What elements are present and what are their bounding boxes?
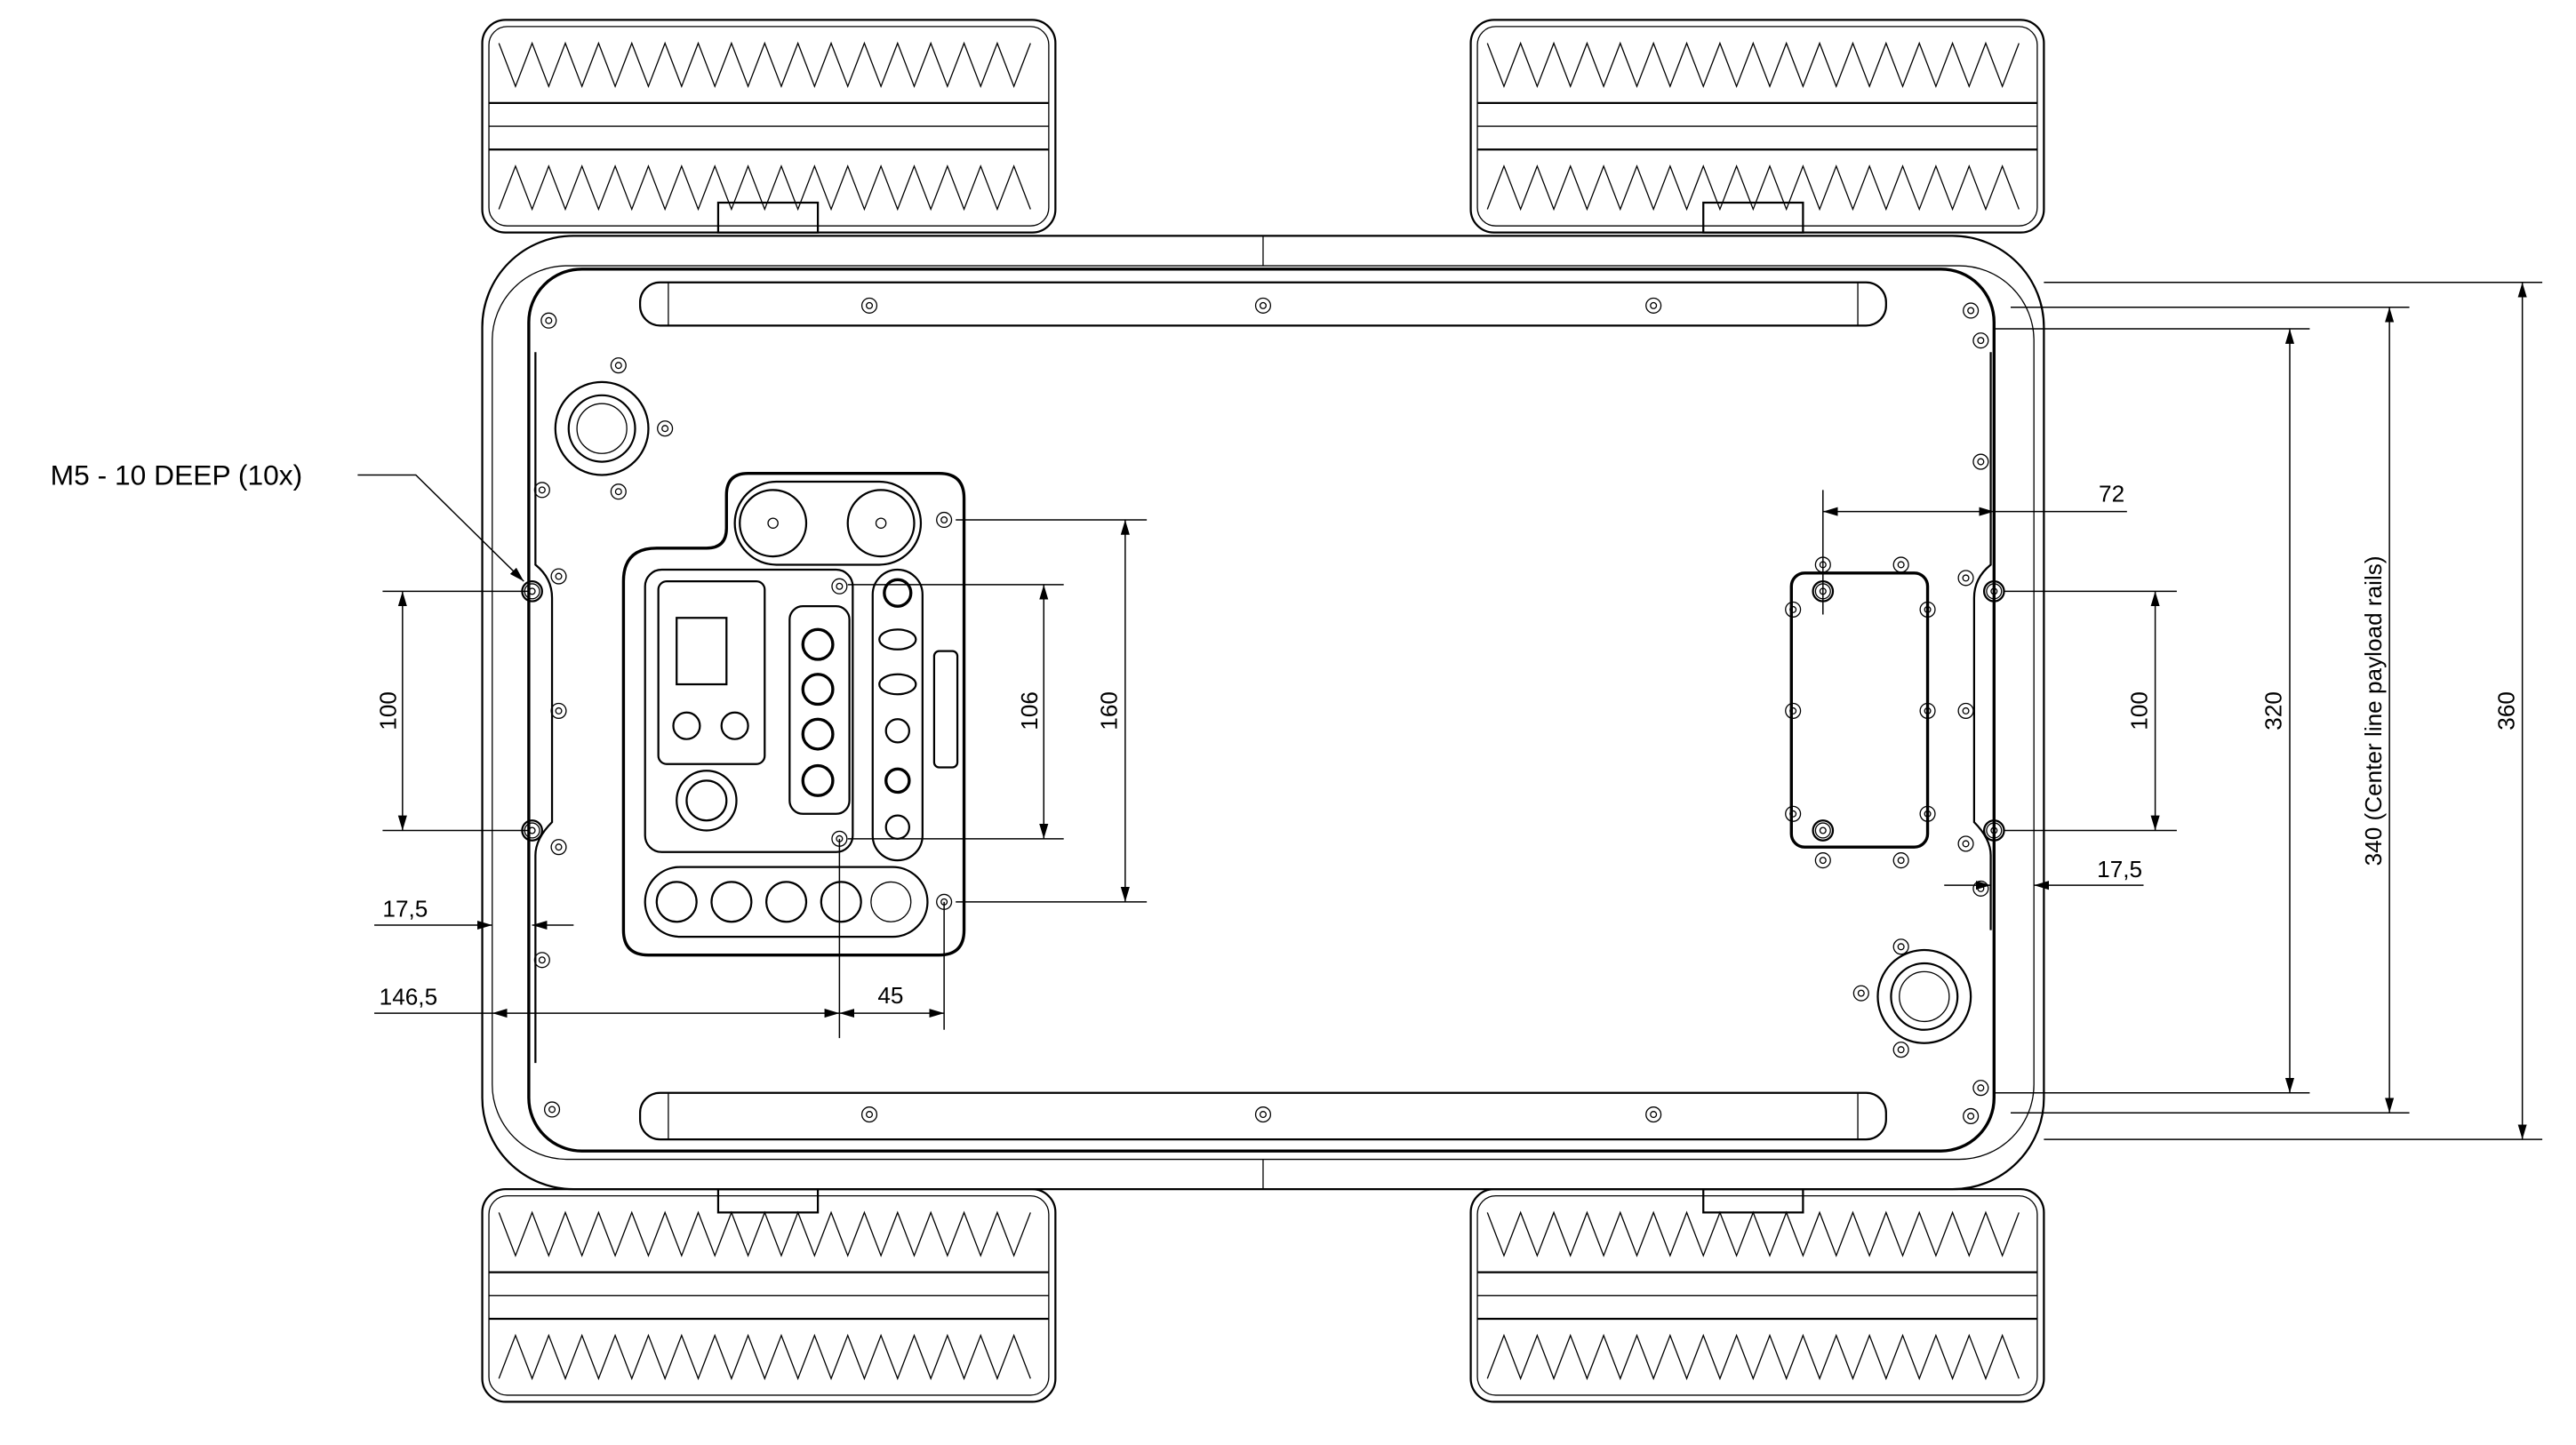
wheel-front-right (1469, 19, 2045, 234)
svg-text:45: 45 (877, 982, 903, 1009)
svg-text:72: 72 (2099, 480, 2124, 507)
dimension-panel-offset: 146,5 45 (374, 838, 945, 1039)
svg-text:160: 160 (1095, 691, 1122, 730)
control-panel (621, 471, 966, 957)
svg-text:360: 360 (2492, 691, 2519, 730)
chassis (481, 235, 2045, 1191)
cover-screws (533, 302, 1989, 1125)
wheel-rear-right (1469, 1188, 2045, 1403)
emergency-stop-left (554, 380, 650, 476)
svg-text:100: 100 (374, 691, 401, 730)
svg-text:320: 320 (2260, 691, 2287, 730)
payload-rail-bottom (638, 1091, 1887, 1141)
svg-text:17,5: 17,5 (382, 896, 428, 922)
svg-text:340 (Center line payload rail: 340 (Center line payload rails) (2360, 555, 2387, 866)
mounting-holes (521, 511, 2005, 910)
dimension-inner-width: 320 (1994, 328, 2310, 1094)
dimension-right-hole-spacing: 100 (2004, 590, 2177, 832)
left-flange (534, 352, 554, 1064)
callout-label: M5 - 10 DEEP (10x) (51, 459, 303, 491)
svg-text:17,5: 17,5 (2097, 856, 2142, 882)
right-flange (1972, 352, 1992, 930)
dimension-right-72: 72 (1822, 480, 2127, 615)
dimension-left-edge-offset: 17,5 (374, 896, 574, 930)
dimension-panel-106: 106 (847, 584, 1064, 840)
payload-cover-plate (1785, 556, 1936, 869)
callout-m5-holes: M5 - 10 DEEP (10x) (51, 459, 524, 582)
dimension-left-hole-spacing: 100 (374, 590, 529, 832)
svg-text:146,5: 146,5 (380, 984, 437, 1010)
dimension-rail-centerline: 340 (Center line payload rails) (2011, 307, 2410, 1114)
emergency-stop-right (1876, 948, 1972, 1044)
dimension-panel-160: 160 (956, 519, 1148, 903)
payload-rail-top (638, 281, 1887, 327)
svg-text:100: 100 (2125, 691, 2152, 730)
wheel-rear-left (481, 1188, 1057, 1403)
dimension-overall-width: 360 (2044, 281, 2543, 1140)
wheel-front-left (481, 19, 1057, 234)
dimension-right-edge-offset: 17,5 (1944, 856, 2144, 890)
svg-text:106: 106 (1016, 691, 1043, 730)
